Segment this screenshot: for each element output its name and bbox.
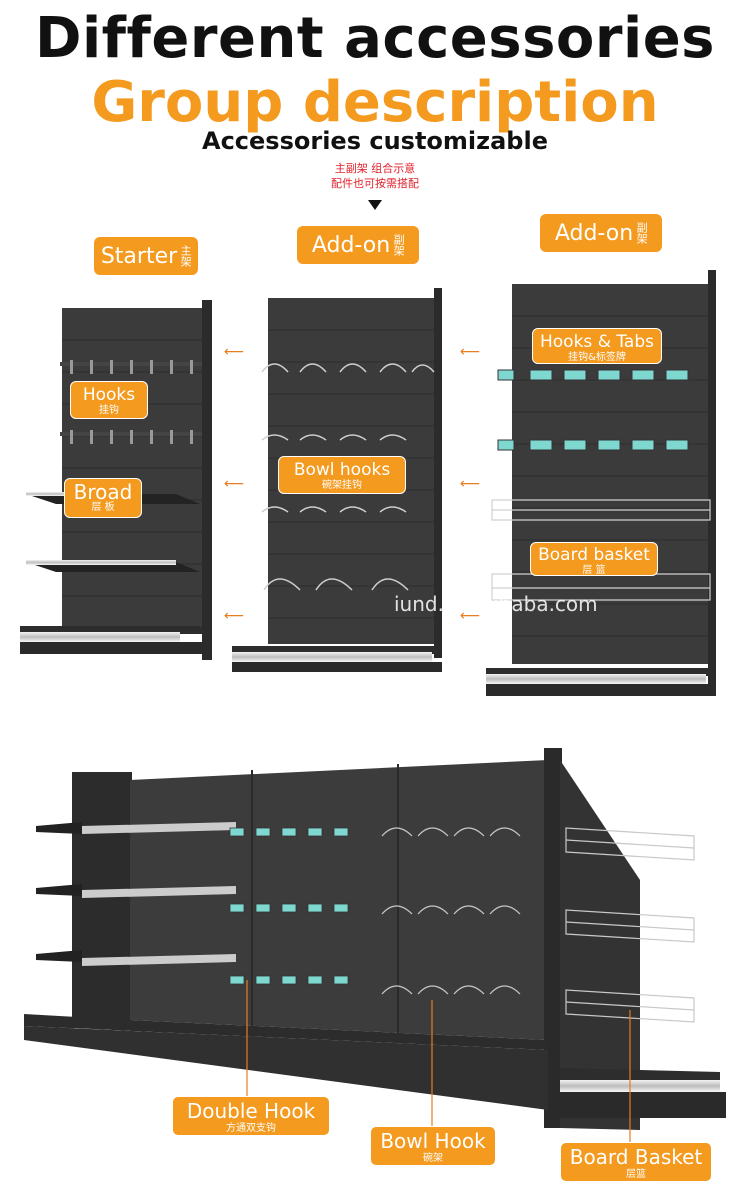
hooks-tabs-cn: 挂钩&标签牌 [568,352,626,363]
hooks-tag: Hooks 挂钩 [70,381,148,419]
addon-tag-2: Add-on 副架 [540,214,662,252]
hooks-tabs-label: Hooks & Tabs [540,332,654,352]
arrow-left-icon: ⟵ [224,344,245,360]
starter-tag: Starter 主架 [94,237,198,275]
board-basket-bottom-tag: Board Basket 层篮 [560,1142,712,1182]
hooks-cn: 挂钩 [99,405,119,416]
addon-cn-1: 副架 [392,234,406,256]
broad-tag: Broad 层 板 [64,478,142,518]
starter-label: Starter [100,243,178,269]
broad-label: Broad [73,480,133,504]
page-title: Different accessories [34,6,716,71]
double-hook-tag: Double Hook 方通双支钩 [172,1096,330,1136]
board-basket-cn: 层 篮 [582,565,606,576]
arrow-left-icon: ⟵ [224,476,245,492]
hooks-label: Hooks [82,385,136,405]
note-line-2: 配件也可按需搭配 [331,177,419,190]
double-hook-label: Double Hook [186,1099,316,1123]
bowl-hook-tag: Bowl Hook 碗架 [370,1126,496,1166]
addon-label-1: Add-on [311,232,391,258]
starter-cn: 主架 [179,245,193,267]
bowl-hook-label: Bowl Hook [380,1129,486,1153]
arrow-left-icon: ⟵ [460,476,481,492]
addon-cn-2: 副架 [635,222,649,244]
board-basket-label: Board basket [538,545,650,565]
down-arrow-icon [368,200,382,210]
board-basket-bottom-cn: 层篮 [626,1169,646,1180]
arrow-left-icon: ⟵ [460,608,481,624]
note-line-1: 主副架 组合示意 [334,162,416,175]
board-basket-bottom-label: Board Basket [569,1145,703,1169]
tagline: Accessories customizable [202,127,548,155]
addon-label-2: Add-on [554,220,634,246]
double-hook-cn: 方通双支钩 [226,1123,276,1134]
starter-shelf [20,300,212,660]
arrow-left-icon: ⟵ [224,608,245,624]
broad-cn: 层 板 [91,502,115,513]
gondola-illustration [24,748,726,1130]
board-basket-tag: Board basket 层 篮 [530,542,658,576]
bowl-hooks-cn: 碗架挂钩 [322,480,362,491]
bowl-hooks-label: Bowl hooks [293,460,391,480]
addon-tag-1: Add-on 副架 [297,226,419,264]
page-subtitle: Group description [91,70,659,135]
bowl-hooks-tag: Bowl hooks 碗架挂钩 [278,456,406,494]
arrow-left-icon: ⟵ [460,344,481,360]
bowl-hook-cn: 碗架 [423,1153,443,1164]
hooks-tabs-tag: Hooks & Tabs 挂钩&标签牌 [532,328,662,364]
watermark: iund.en.alibaba.com [394,592,598,616]
